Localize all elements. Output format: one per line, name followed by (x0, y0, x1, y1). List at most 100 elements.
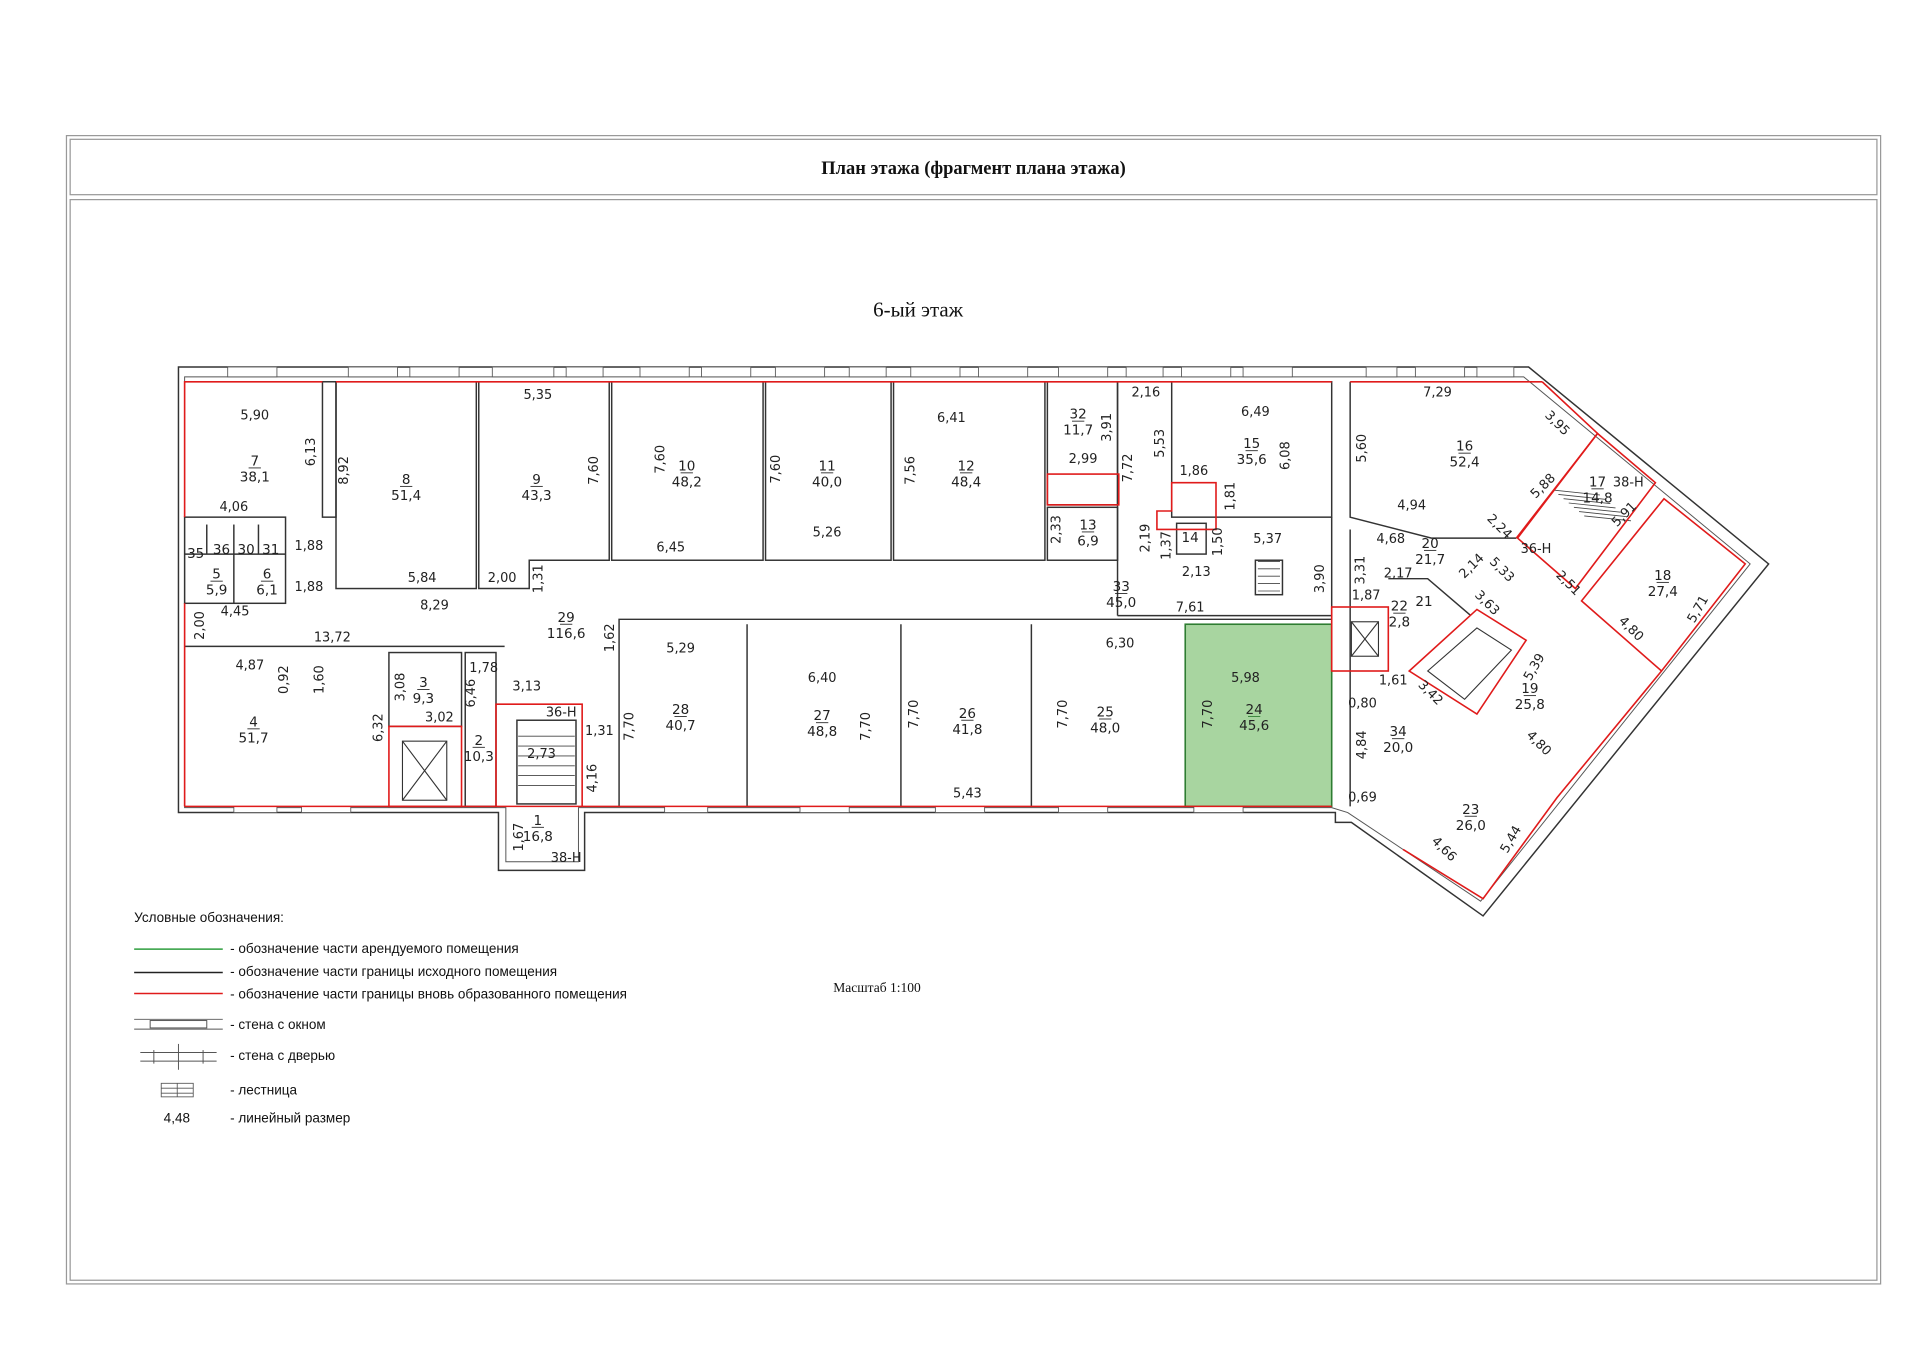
dimension-label: 6,32 (372, 713, 387, 742)
room-area: 116,6 (547, 626, 586, 642)
stair-mark: 36-Н (1521, 542, 1552, 557)
dimension-label: 5,88 (1528, 471, 1559, 502)
window (409, 366, 460, 378)
room-label: 116,8 (523, 813, 553, 845)
room-area: 51,4 (391, 488, 421, 504)
dimension-label: 5,35 (523, 388, 552, 403)
room-area: 6,9 (1077, 533, 1099, 549)
room-number: 34 (1390, 724, 1407, 740)
room-number: 6 (263, 567, 272, 583)
window (639, 366, 690, 378)
window (774, 366, 826, 378)
dimension-label: 5,84 (408, 571, 437, 586)
room-number: 32 (1070, 407, 1087, 423)
dimension-label: 1,88 (295, 539, 324, 554)
room-area: 38,1 (240, 469, 270, 485)
dimension-label: 4,94 (1397, 499, 1426, 514)
dimension-label: 3,42 (1415, 678, 1446, 709)
room-number: 10 (678, 458, 695, 474)
room-label: 943,3 (522, 472, 552, 504)
dimension-label: 6,08 (1279, 441, 1294, 470)
stair-icon (518, 489, 1632, 786)
dimension-label: 4,06 (219, 500, 248, 515)
room-label: 36 (213, 542, 230, 558)
room-area: 48,2 (672, 474, 702, 490)
room-number: 14 (1182, 530, 1199, 546)
room-area: 43,3 (522, 488, 552, 504)
dimension-label: 5,39 (1521, 651, 1548, 683)
room-area: 40,0 (812, 474, 842, 490)
dimension-label: 4,16 (586, 764, 601, 793)
dimension-label: 2,00 (488, 571, 517, 586)
window (1058, 366, 1109, 378)
room-number: 31 (262, 542, 279, 558)
dimension-label: 2,51 (1553, 568, 1584, 599)
room-area: 48,0 (1090, 721, 1120, 737)
stair-mark: 38-Н (1613, 475, 1644, 490)
room-area: 51,7 (238, 730, 268, 746)
dimension-label: 4,80 (1615, 614, 1646, 645)
floor-title: 6-ый этаж (873, 298, 964, 322)
window (1181, 366, 1232, 378)
room-area: 45,0 (1106, 595, 1136, 611)
dimension-label: 0,92 (277, 665, 292, 694)
dimension-label: 1,50 (1211, 527, 1226, 556)
room-area: 9,3 (413, 691, 435, 707)
room-label: 851,4 (391, 472, 421, 504)
dimension-label: 13,72 (314, 630, 351, 645)
window (233, 805, 278, 813)
room-area: 20,0 (1383, 740, 1413, 756)
sheet-title: План этажа (фрагмент плана этажа) (821, 158, 1125, 179)
room-number: 21 (1415, 594, 1432, 610)
window (978, 366, 1029, 378)
room-area: 11,7 (1063, 423, 1093, 439)
room-number: 28 (672, 702, 689, 718)
original-partitions (183, 381, 1517, 808)
legend-item: - обозначение части арендуемого помещени… (230, 941, 519, 956)
room-area: 25,8 (1515, 697, 1545, 713)
window (799, 805, 850, 813)
dimension-label: 2,13 (1182, 565, 1211, 580)
windows (227, 366, 1515, 813)
dimension-label: 7,61 (1176, 601, 1205, 616)
room-area: 27,4 (1648, 584, 1678, 600)
dimension-label: 2,14 (1457, 551, 1488, 582)
room-area: 35,6 (1237, 452, 1267, 468)
room-number: 29 (558, 610, 575, 626)
dimension-label: 3,91 (1100, 413, 1115, 442)
room-number: 15 (1243, 436, 1260, 452)
room-area: 48,4 (951, 474, 981, 490)
room-area: 10,3 (464, 749, 494, 765)
dimension-label: 6,41 (937, 411, 966, 426)
window (1193, 805, 1244, 813)
inner-wall-line (184, 376, 1751, 902)
dimension-label: 1,87 (1352, 588, 1381, 603)
dimension-label: 1,61 (1379, 673, 1408, 688)
room-number: 33 (1113, 579, 1130, 595)
stair-mark: 36-Н (546, 706, 577, 721)
dimension-label: 7,70 (859, 712, 874, 741)
door-wall-icon (140, 1043, 217, 1070)
window (301, 805, 352, 813)
window (701, 366, 752, 378)
dimension-label: 8,92 (337, 456, 352, 485)
dimension-label: 5,90 (240, 409, 269, 424)
room-label: 35 (187, 546, 204, 562)
dimension-label: 4,80 (1523, 728, 1554, 759)
rented-room-24[interactable] (1184, 623, 1333, 808)
window (227, 366, 278, 378)
window (565, 366, 604, 378)
dimension-label: 5,91 (1609, 499, 1640, 530)
dimension-label: 8,29 (420, 598, 449, 613)
dimension-label: 7,72 (1121, 454, 1136, 483)
dimension-label: 1,67 (512, 823, 527, 852)
room-label: 31 (262, 542, 279, 558)
dimension-label: 1,81 (1223, 482, 1238, 511)
